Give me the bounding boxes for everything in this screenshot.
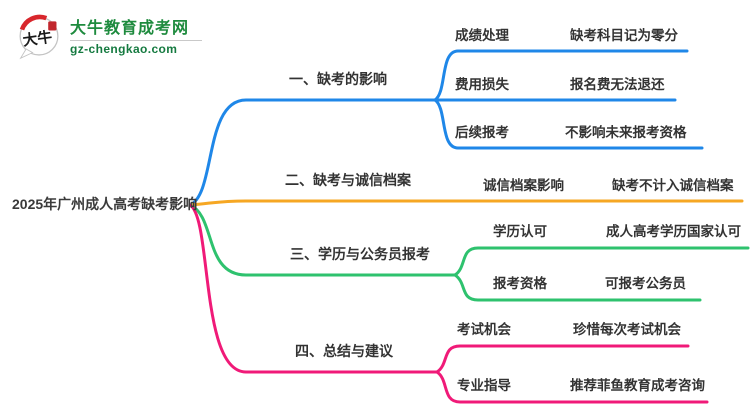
logo-title: 大牛教育成考网	[70, 19, 190, 37]
branch-3-child-2-value: 可报考公务员	[605, 276, 686, 291]
branch-4-child-2-link	[435, 370, 709, 404]
branch-4-trunk-link	[188, 203, 439, 374]
branch-3-child-1-link	[453, 246, 750, 277]
branch-4-child-2-value: 推荐菲鱼教育成考咨询	[570, 378, 705, 393]
branch-1-child-2-value: 报名费无法退还	[570, 77, 665, 92]
branch-3-child-2-link	[453, 273, 702, 302]
site-logo: 大牛 大牛教育成考网 gz-chengkao.com	[16, 14, 202, 60]
branch-3-child-2-key: 报考资格	[493, 276, 547, 291]
branch-3-child-1-key: 学历认可	[493, 224, 547, 239]
logo-divider	[70, 39, 202, 41]
logo-subtitle: gz-chengkao.com	[70, 41, 178, 56]
branch-1-trunk-link	[188, 98, 677, 207]
branch-4-child-1-value: 珍惜每次考试机会	[573, 322, 681, 337]
logo-icon-text: 大牛	[22, 28, 54, 50]
daniu-logo-icon: 大牛	[19, 14, 59, 60]
branch-2-child-1-value: 缺考不计入诚信档案	[612, 178, 734, 193]
branch-2-label: 二、缺考与诚信档案	[285, 172, 411, 188]
branch-3-trunk-link	[188, 203, 457, 277]
branch-4-child-1-key: 考试机会	[457, 322, 511, 337]
branch-1-child-3-value: 不影响未来报考资格	[565, 125, 687, 140]
branch-3-label: 三、学历与公务员报考	[290, 246, 430, 262]
branch-1-child-1-link	[433, 49, 689, 102]
branch-1-child-3-link	[433, 98, 704, 150]
branch-2-child-1-key: 诚信档案影响	[483, 178, 564, 193]
branch-4-child-2-key: 专业指导	[457, 378, 511, 393]
branch-1-child-2-key: 费用损失	[455, 77, 509, 92]
branch-4-child-1-link	[435, 344, 690, 374]
branch-3-child-1-value: 成人高考学历国家认可	[606, 224, 741, 239]
branch-2-trunk-link	[188, 199, 744, 207]
branch-1-child-3-key: 后续报考	[455, 125, 509, 140]
branch-1-child-1-value: 缺考科目记为零分	[570, 28, 678, 43]
seal-stamp-icon	[48, 21, 57, 31]
branch-1-label: 一、缺考的影响	[289, 71, 387, 87]
root-node: 2025年广州成人高考缺考影响	[12, 196, 198, 212]
branch-4-label: 四、总结与建议	[295, 343, 393, 359]
branch-1-child-1-key: 成绩处理	[455, 28, 509, 43]
